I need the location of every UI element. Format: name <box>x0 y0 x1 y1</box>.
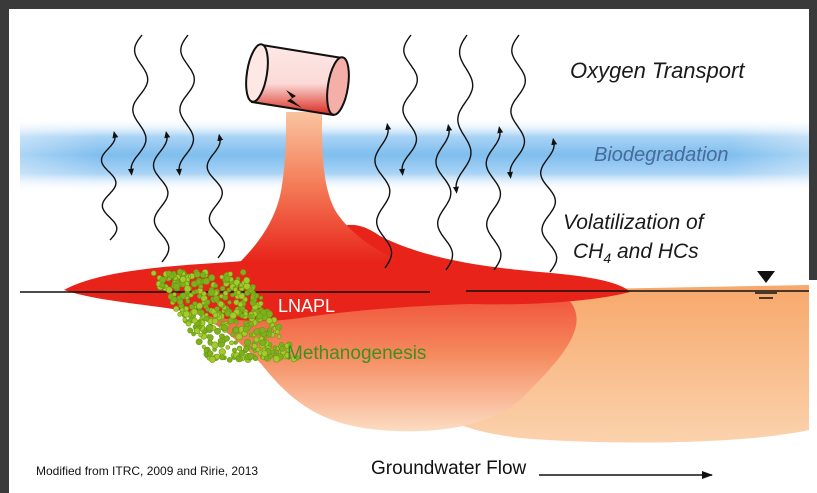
water-table-icon <box>755 271 777 299</box>
tank-icon <box>245 43 350 117</box>
frame-right <box>809 0 817 280</box>
volatilization-label: Volatilization of <box>563 211 704 234</box>
source-credit: Modified from ITRC, 2009 and Ririe, 2013 <box>36 464 259 478</box>
oxygen-arrow <box>398 34 419 176</box>
transport-arrows <box>100 34 558 273</box>
lnapl-label: LNAPL <box>278 296 336 316</box>
methanogenic-microbes <box>150 268 300 363</box>
frame-top <box>0 0 817 9</box>
methane-hydrocarbons-label: CH4 and HCs <box>573 240 699 267</box>
methanogenesis-label: Methanogenesis <box>287 343 427 364</box>
volatilization-arrow <box>100 131 119 241</box>
oxygen-transport-label: Oxygen Transport <box>570 58 745 83</box>
volatilization-arrow <box>539 137 558 273</box>
groundwater-flow-label: Groundwater Flow <box>371 458 527 479</box>
oxygen-arrow <box>506 34 527 179</box>
oxygen-arrow <box>453 34 474 194</box>
oxygen-arrow <box>127 34 149 176</box>
volatilization-arrow <box>435 123 454 271</box>
biodegradation-label: Biodegradation <box>594 144 729 166</box>
oxygen-arrow <box>175 34 196 176</box>
lnapl-column <box>240 112 400 262</box>
smear-zone <box>150 292 577 432</box>
volatilization-arrow <box>374 122 393 269</box>
volatilization-arrow <box>152 130 171 263</box>
volatilization-arrow <box>485 126 504 271</box>
frame-left <box>0 0 9 493</box>
volatilization-arrow <box>206 133 226 259</box>
